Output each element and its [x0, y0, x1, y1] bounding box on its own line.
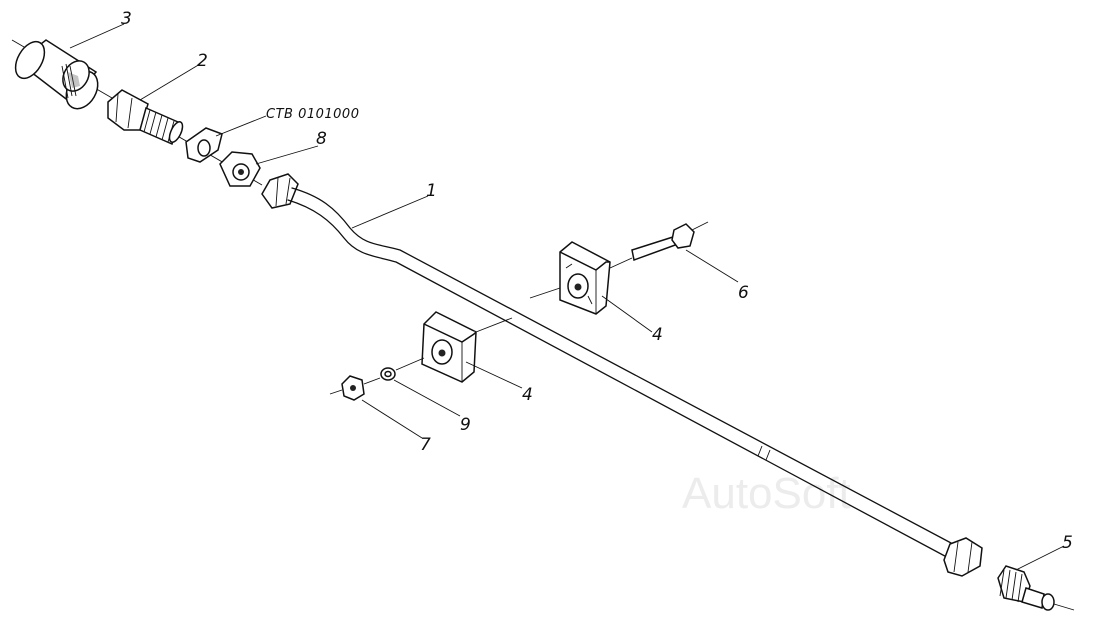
watermark: AutoSoft [682, 469, 851, 518]
part-2-union-fitting [107, 89, 184, 146]
leader-lines [69, 23, 1065, 571]
part-reference-label: СТВ 0101000 [266, 107, 359, 122]
part-8-hex-nut [219, 151, 261, 187]
callout-5: 5 [1062, 533, 1073, 553]
callout-7: 7 [420, 435, 431, 455]
part-1-pipe [261, 173, 983, 577]
callout-3: 3 [121, 9, 132, 29]
part-3-sleeve [14, 39, 99, 110]
callout-2: 2 [197, 51, 208, 71]
part-7-nut [329, 375, 381, 401]
part-4-clamp-lower [421, 311, 513, 383]
callout-6: 6 [738, 283, 749, 303]
tab-washer [185, 127, 223, 163]
callout-9: 9 [460, 415, 471, 435]
callout-4-lower: 4 [522, 385, 533, 405]
part-4-clamp-upper [529, 241, 611, 315]
part-9-washer [380, 357, 425, 381]
callout-8: 8 [316, 129, 327, 149]
callout-4-upper: 4 [652, 325, 663, 345]
callout-1: 1 [426, 181, 437, 201]
part-6-bolt [609, 221, 709, 269]
part-5-end-union [997, 565, 1075, 611]
